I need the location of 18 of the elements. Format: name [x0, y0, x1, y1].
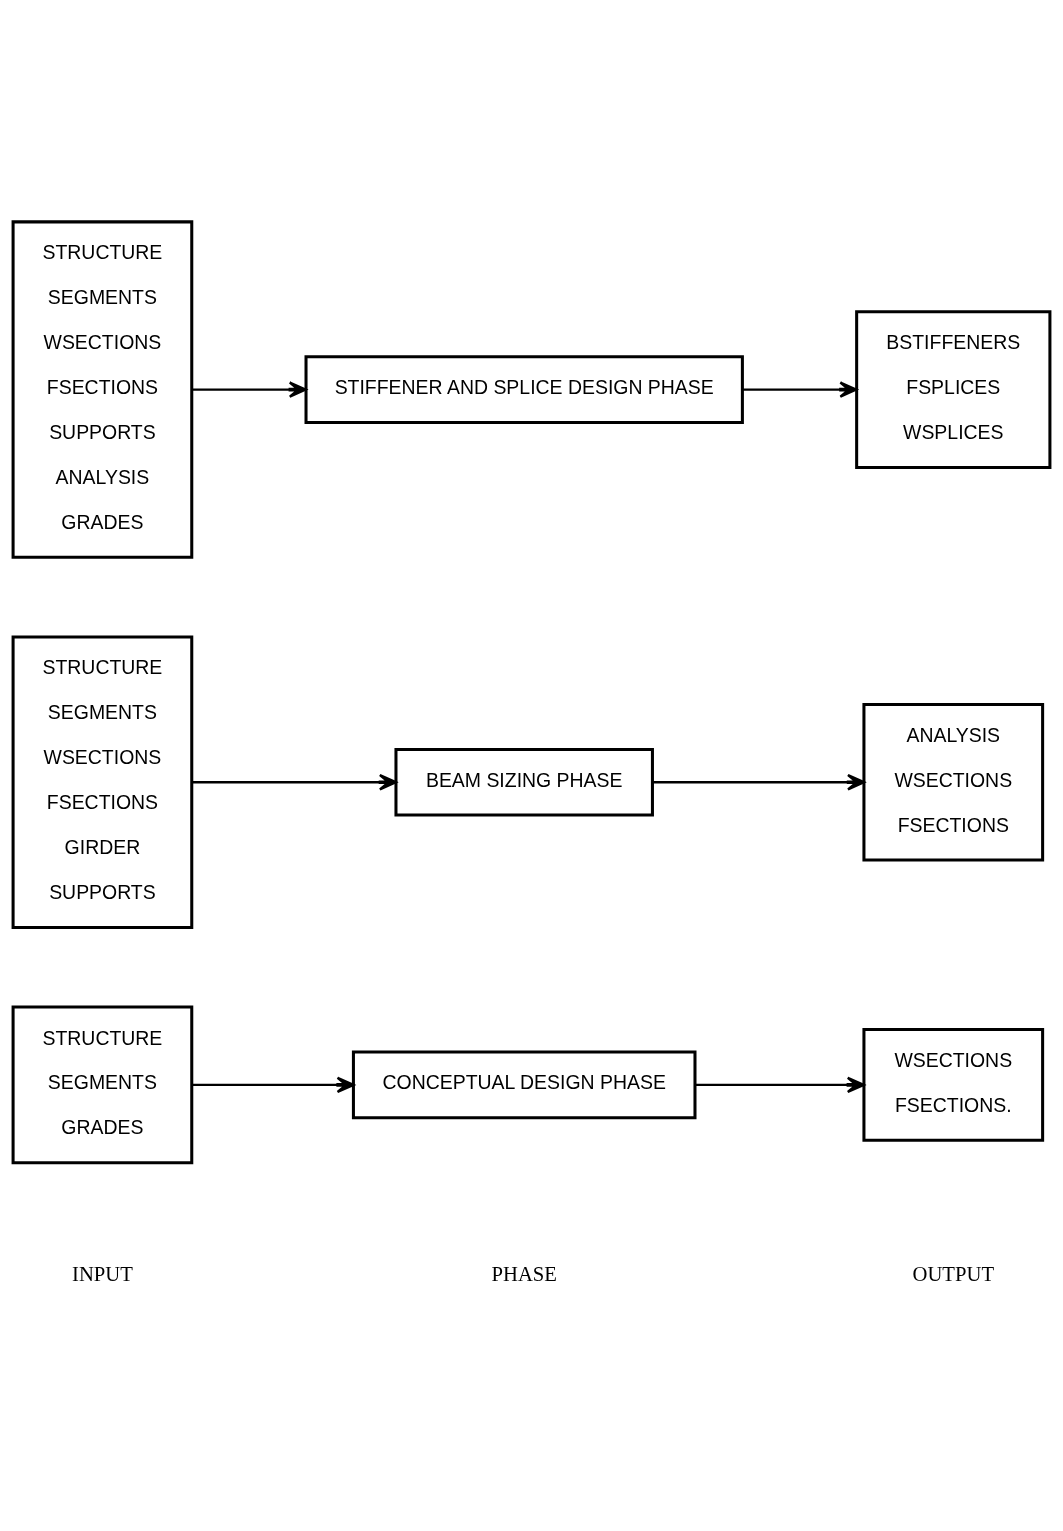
node-box: BSTIFFENERS FSPLICES WSPLICES	[855, 310, 1052, 469]
node-box: STRUCTURE SEGMENTS WSECTIONS FSECTIONS SUPPORTS ANALYSIS GRADES	[11, 220, 194, 559]
label: OUTPUT	[912, 1262, 995, 1285]
arrow	[192, 381, 307, 398]
node-box: BEAM SIZING PHASE	[394, 747, 654, 817]
arrow	[192, 1076, 355, 1094]
node-box: STIFFENER AND SPLICE DESIGN PHASE	[304, 355, 744, 424]
node-box: ANALYSIS WSECTIONS FSECTIONS	[862, 702, 1045, 862]
arrow	[695, 1076, 865, 1094]
arrow	[742, 381, 858, 398]
label: PHASE	[491, 1262, 557, 1285]
label: INPUT	[72, 1262, 133, 1285]
node-box: STRUCTURE SEGMENTS GRADES	[11, 1005, 194, 1165]
arrow	[652, 773, 866, 791]
arrow	[192, 773, 397, 791]
node-box: STRUCTURE SEGMENTS WSECTIONS FSECTIONS GIRDER SUPPORTS	[11, 635, 194, 929]
node-box: WSECTIONS FSECTIONS.	[862, 1028, 1045, 1142]
node-box: CONCEPTUAL DESIGN PHASE	[351, 1050, 697, 1120]
